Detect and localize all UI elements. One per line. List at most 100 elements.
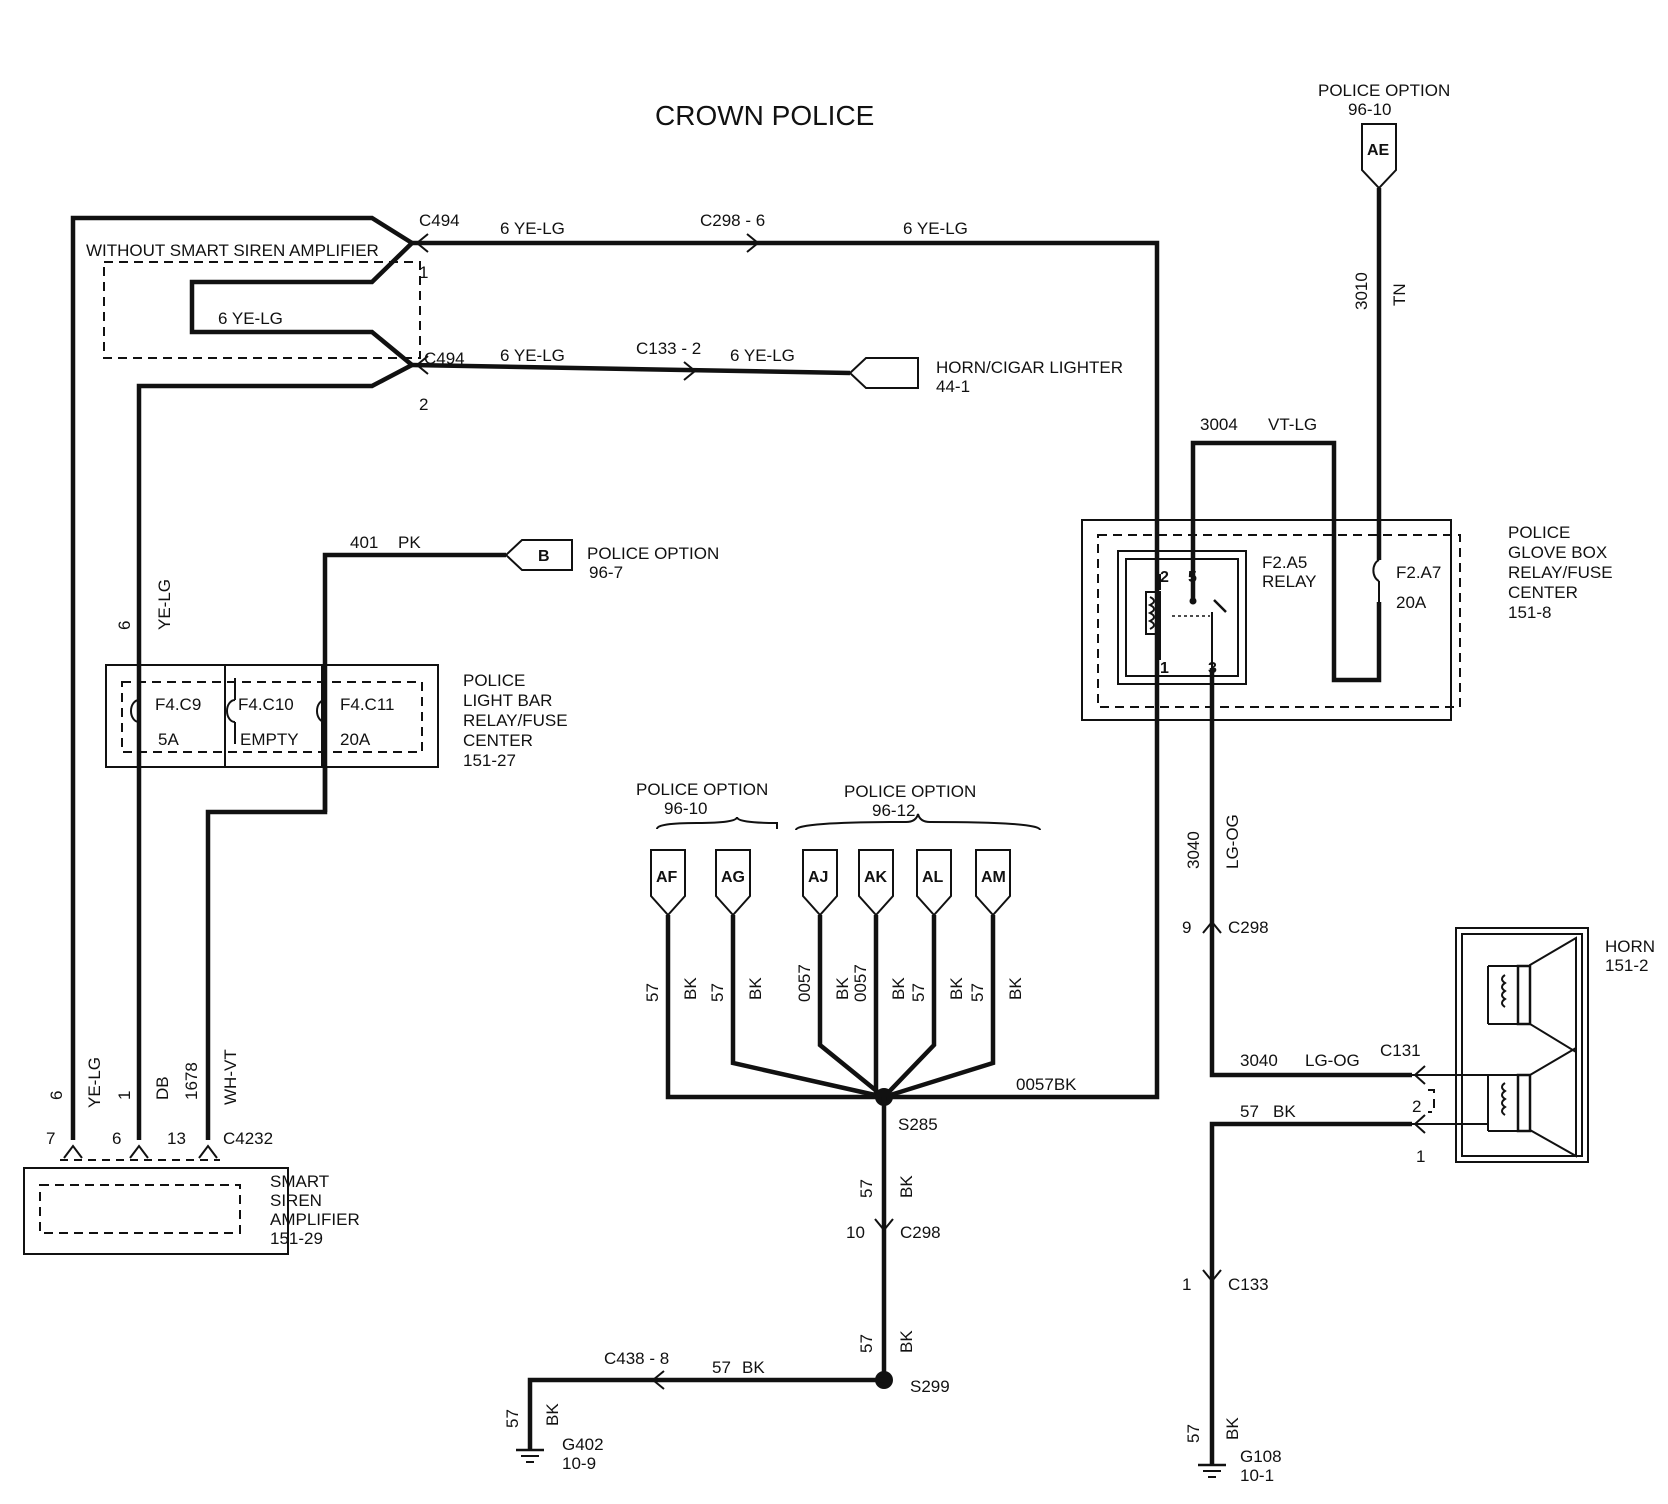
wire-bk-fanin	[665, 915, 996, 1100]
circuit-amp-db-num: 1	[115, 1091, 134, 1100]
fuse-f2a7-name: F2.A7	[1396, 563, 1441, 582]
circuit-lgog-h-color: LG-OG	[1305, 1051, 1360, 1070]
police-option-b-label: POLICE OPTION	[587, 544, 719, 563]
option-connector	[916, 849, 952, 917]
circuit-bk-horn-num: 57	[1240, 1102, 1259, 1121]
circuit-s285-down-num: 57	[857, 1179, 876, 1198]
option-96-12-label: POLICE OPTION	[844, 782, 976, 801]
option-connector-pin: AJ	[808, 869, 828, 886]
option-drop-color: BK	[889, 977, 908, 1000]
circuit-s299-up-color: BK	[897, 1330, 916, 1353]
circuit-g402-num: 57	[503, 1409, 522, 1428]
circuit-c438-num: 57	[712, 1358, 731, 1377]
circuit-lgog-v-color: LG-OG	[1223, 814, 1242, 869]
fuse-f4c11-icon	[316, 699, 326, 723]
option-connector-pin: AM	[981, 869, 1006, 886]
circuit-c438-color: BK	[742, 1358, 765, 1377]
pin-b: B	[538, 548, 550, 565]
horn-icon	[1412, 936, 1577, 1158]
option-drop-num: 57	[643, 983, 662, 1002]
wire-yelg-outer	[70, 215, 414, 1140]
page-title: CROWN POLICE	[655, 100, 874, 131]
c131-label: C131	[1380, 1041, 1421, 1060]
fuse-f4c11-name: F4.C11	[340, 695, 395, 714]
option-connector-pin: AL	[922, 869, 944, 886]
c298-10-pin: 10	[846, 1223, 865, 1242]
fuse-f4c10-rating: EMPTY	[240, 730, 299, 749]
siren-amp-line-3: AMPLIFIER	[270, 1210, 360, 1229]
light-bar-line-2: LIGHT BAR	[463, 691, 552, 710]
ground-g108-name: G108	[1240, 1447, 1282, 1466]
ground-g402-icon	[516, 1448, 544, 1463]
wire-bk-horn	[1209, 1121, 1412, 1465]
circuit-yelg-bot-b: 6 YE-LG	[730, 346, 795, 365]
fuse-f4c10-name: F4.C10	[238, 695, 294, 714]
circuit-yelg-loop: 6 YE-LG	[218, 309, 283, 328]
circuit-vtlg-color: VT-LG	[1268, 415, 1317, 434]
c133-1-label: C133	[1228, 1275, 1269, 1294]
circuit-g108-num: 57	[1184, 1424, 1203, 1443]
circuit-s299-up-num: 57	[857, 1334, 876, 1353]
splice-s299-label: S299	[910, 1377, 950, 1396]
circuit-bk-horn-color: BK	[1273, 1102, 1296, 1121]
without-amplifier-label: WITHOUT SMART SIREN AMPLIFIER	[86, 241, 379, 260]
ground-g108-icon	[1198, 1463, 1226, 1478]
circuit-yelg-top-b: 6 YE-LG	[903, 219, 968, 238]
circuit-amp-db-color: DB	[153, 1076, 172, 1100]
police-option-b-connector	[504, 539, 573, 571]
glove-box-line-3: RELAY/FUSE	[1508, 563, 1613, 582]
circuit-s285-down-color: BK	[897, 1175, 916, 1198]
fuse-f2a7-icon	[1372, 559, 1380, 602]
c4232-pin-7: 7	[46, 1129, 55, 1148]
option-drop-num: 57	[909, 983, 928, 1002]
pin-ae: AE	[1367, 142, 1390, 159]
police-option-ae-connector	[1361, 123, 1397, 190]
c298-6-label: C298 - 6	[700, 211, 765, 230]
c131-pin-2: 2	[1412, 1097, 1421, 1116]
circuit-yelg-bot-a: 6 YE-LG	[500, 346, 565, 365]
circuit-pk-color: PK	[398, 533, 421, 552]
circuit-tn-color: TN	[1390, 283, 1409, 306]
circuit-tn-num: 3010	[1352, 272, 1371, 310]
fuse-f4c10-icon	[226, 678, 236, 744]
option-drop-num: 57	[968, 983, 987, 1002]
glove-box-line-5: 151-8	[1508, 603, 1551, 622]
circuit-amp-yelg-color: YE-LG	[85, 1057, 104, 1108]
siren-amplifier	[23, 1167, 289, 1255]
option-connector-pin: AF	[656, 869, 678, 886]
circuit-fuse-yelg-num: 6	[115, 621, 134, 630]
ground-g108-ref: 10-1	[1240, 1466, 1274, 1485]
c494-bot-pin: 2	[419, 395, 428, 414]
light-bar-center	[105, 664, 439, 768]
wire-whvt	[205, 767, 328, 1140]
glove-box-line-1: POLICE	[1508, 523, 1570, 542]
c438-label: C438 - 8	[604, 1349, 669, 1368]
c298-9-pin: 9	[1182, 918, 1191, 937]
horn-name: HORN	[1605, 937, 1655, 956]
wire-lgog	[1209, 668, 1412, 1078]
glove-box-center	[1081, 519, 1452, 721]
c133-2-label: C133 - 2	[636, 339, 701, 358]
option-connector	[715, 849, 751, 917]
fuse-f4c9-rating: 5A	[158, 730, 179, 749]
circuit-g108-color: BK	[1223, 1417, 1242, 1440]
option-connector	[975, 849, 1011, 917]
relay-pin-2: 2	[1160, 569, 1169, 586]
option-connector-pin: AG	[721, 869, 745, 886]
c131-pin-1: 1	[1416, 1147, 1425, 1166]
police-option-b-ref: 96-7	[589, 563, 623, 582]
horn-ref: 151-2	[1605, 956, 1648, 975]
light-bar-line-3: RELAY/FUSE	[463, 711, 568, 730]
option-drop-color: BK	[746, 977, 765, 1000]
option-connector-pin: AK	[864, 869, 888, 886]
c494-top-label: C494	[419, 211, 460, 230]
relay-coil-icon	[1147, 596, 1155, 630]
c133-1-pin: 1	[1182, 1275, 1191, 1294]
c4232-label: C4232	[223, 1129, 273, 1148]
circuit-vtlg-num: 3004	[1200, 415, 1238, 434]
circuit-lgog-h-num: 3040	[1240, 1051, 1278, 1070]
option-drop-num: 0057	[851, 964, 870, 1002]
police-option-ae-ref: 96-10	[1348, 100, 1391, 119]
c438-arrow	[651, 1370, 665, 1390]
